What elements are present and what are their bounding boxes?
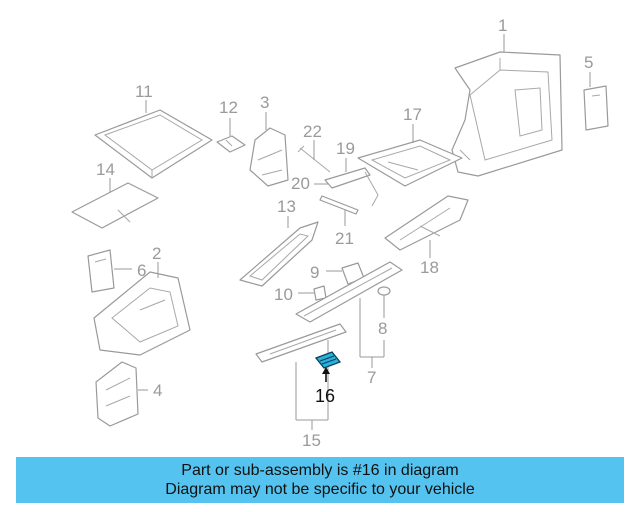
part-16-highlighted: [314, 351, 342, 369]
callout-4: 4: [153, 381, 162, 400]
part-6-trim: [87, 249, 115, 293]
part-12-fastener: [216, 135, 246, 153]
part-1-quarter-trim-panel: [451, 51, 563, 177]
callout-18: 18: [420, 258, 439, 277]
callout-14: 14: [96, 160, 115, 179]
part-5-cover: [583, 85, 609, 131]
part-14-mat: [71, 182, 159, 229]
callout-15: 15: [302, 431, 321, 450]
callout-13: 13: [277, 197, 296, 216]
callout-8: 8: [378, 319, 387, 338]
part-17-tray: [357, 139, 463, 187]
callout-11: 11: [135, 82, 153, 101]
part-7-sill-plate: [295, 261, 403, 323]
callout-5: 5: [584, 53, 593, 72]
callout-17: 17: [403, 105, 422, 124]
callout-16-arrowhead: [322, 367, 330, 374]
callout-3: 3: [260, 93, 269, 112]
part-4-box: [95, 361, 139, 427]
callout-19: 19: [336, 139, 355, 158]
callout-9: 9: [310, 263, 319, 282]
callout-2: 2: [152, 244, 161, 263]
banner-line-1: Part or sub-assembly is #16 in diagram: [181, 462, 459, 479]
part-18-jack: [384, 195, 469, 251]
callout-16: 16: [315, 386, 335, 406]
callout-22: 22: [303, 122, 322, 141]
part-2-lower-trim: [93, 271, 191, 356]
callout-1: 1: [498, 16, 507, 35]
part-3-jack-holder: [249, 127, 289, 187]
info-banner: Part or sub-assembly is #16 in diagram D…: [16, 457, 624, 503]
callout-12: 12: [219, 98, 238, 117]
part-15-trim-strip: [255, 323, 347, 363]
part-8-pin: [377, 286, 391, 318]
callout-10: 10: [274, 285, 293, 304]
callout-21: 21: [335, 229, 354, 248]
part-19-wrench: [324, 167, 379, 207]
callout-20: 20: [291, 174, 310, 193]
parts-diagram: 1 5 11 12 3 22 19 20: [71, 16, 609, 450]
part-11-cargo-mat: [94, 109, 213, 179]
part-22-bolt: [297, 145, 331, 173]
part-13-side-panel: [239, 221, 319, 287]
part-21-handle: [319, 195, 359, 215]
callout-7: 7: [367, 368, 376, 387]
callout-6: 6: [137, 261, 146, 280]
banner-line-2: Diagram may not be specific to your vehi…: [165, 481, 475, 498]
